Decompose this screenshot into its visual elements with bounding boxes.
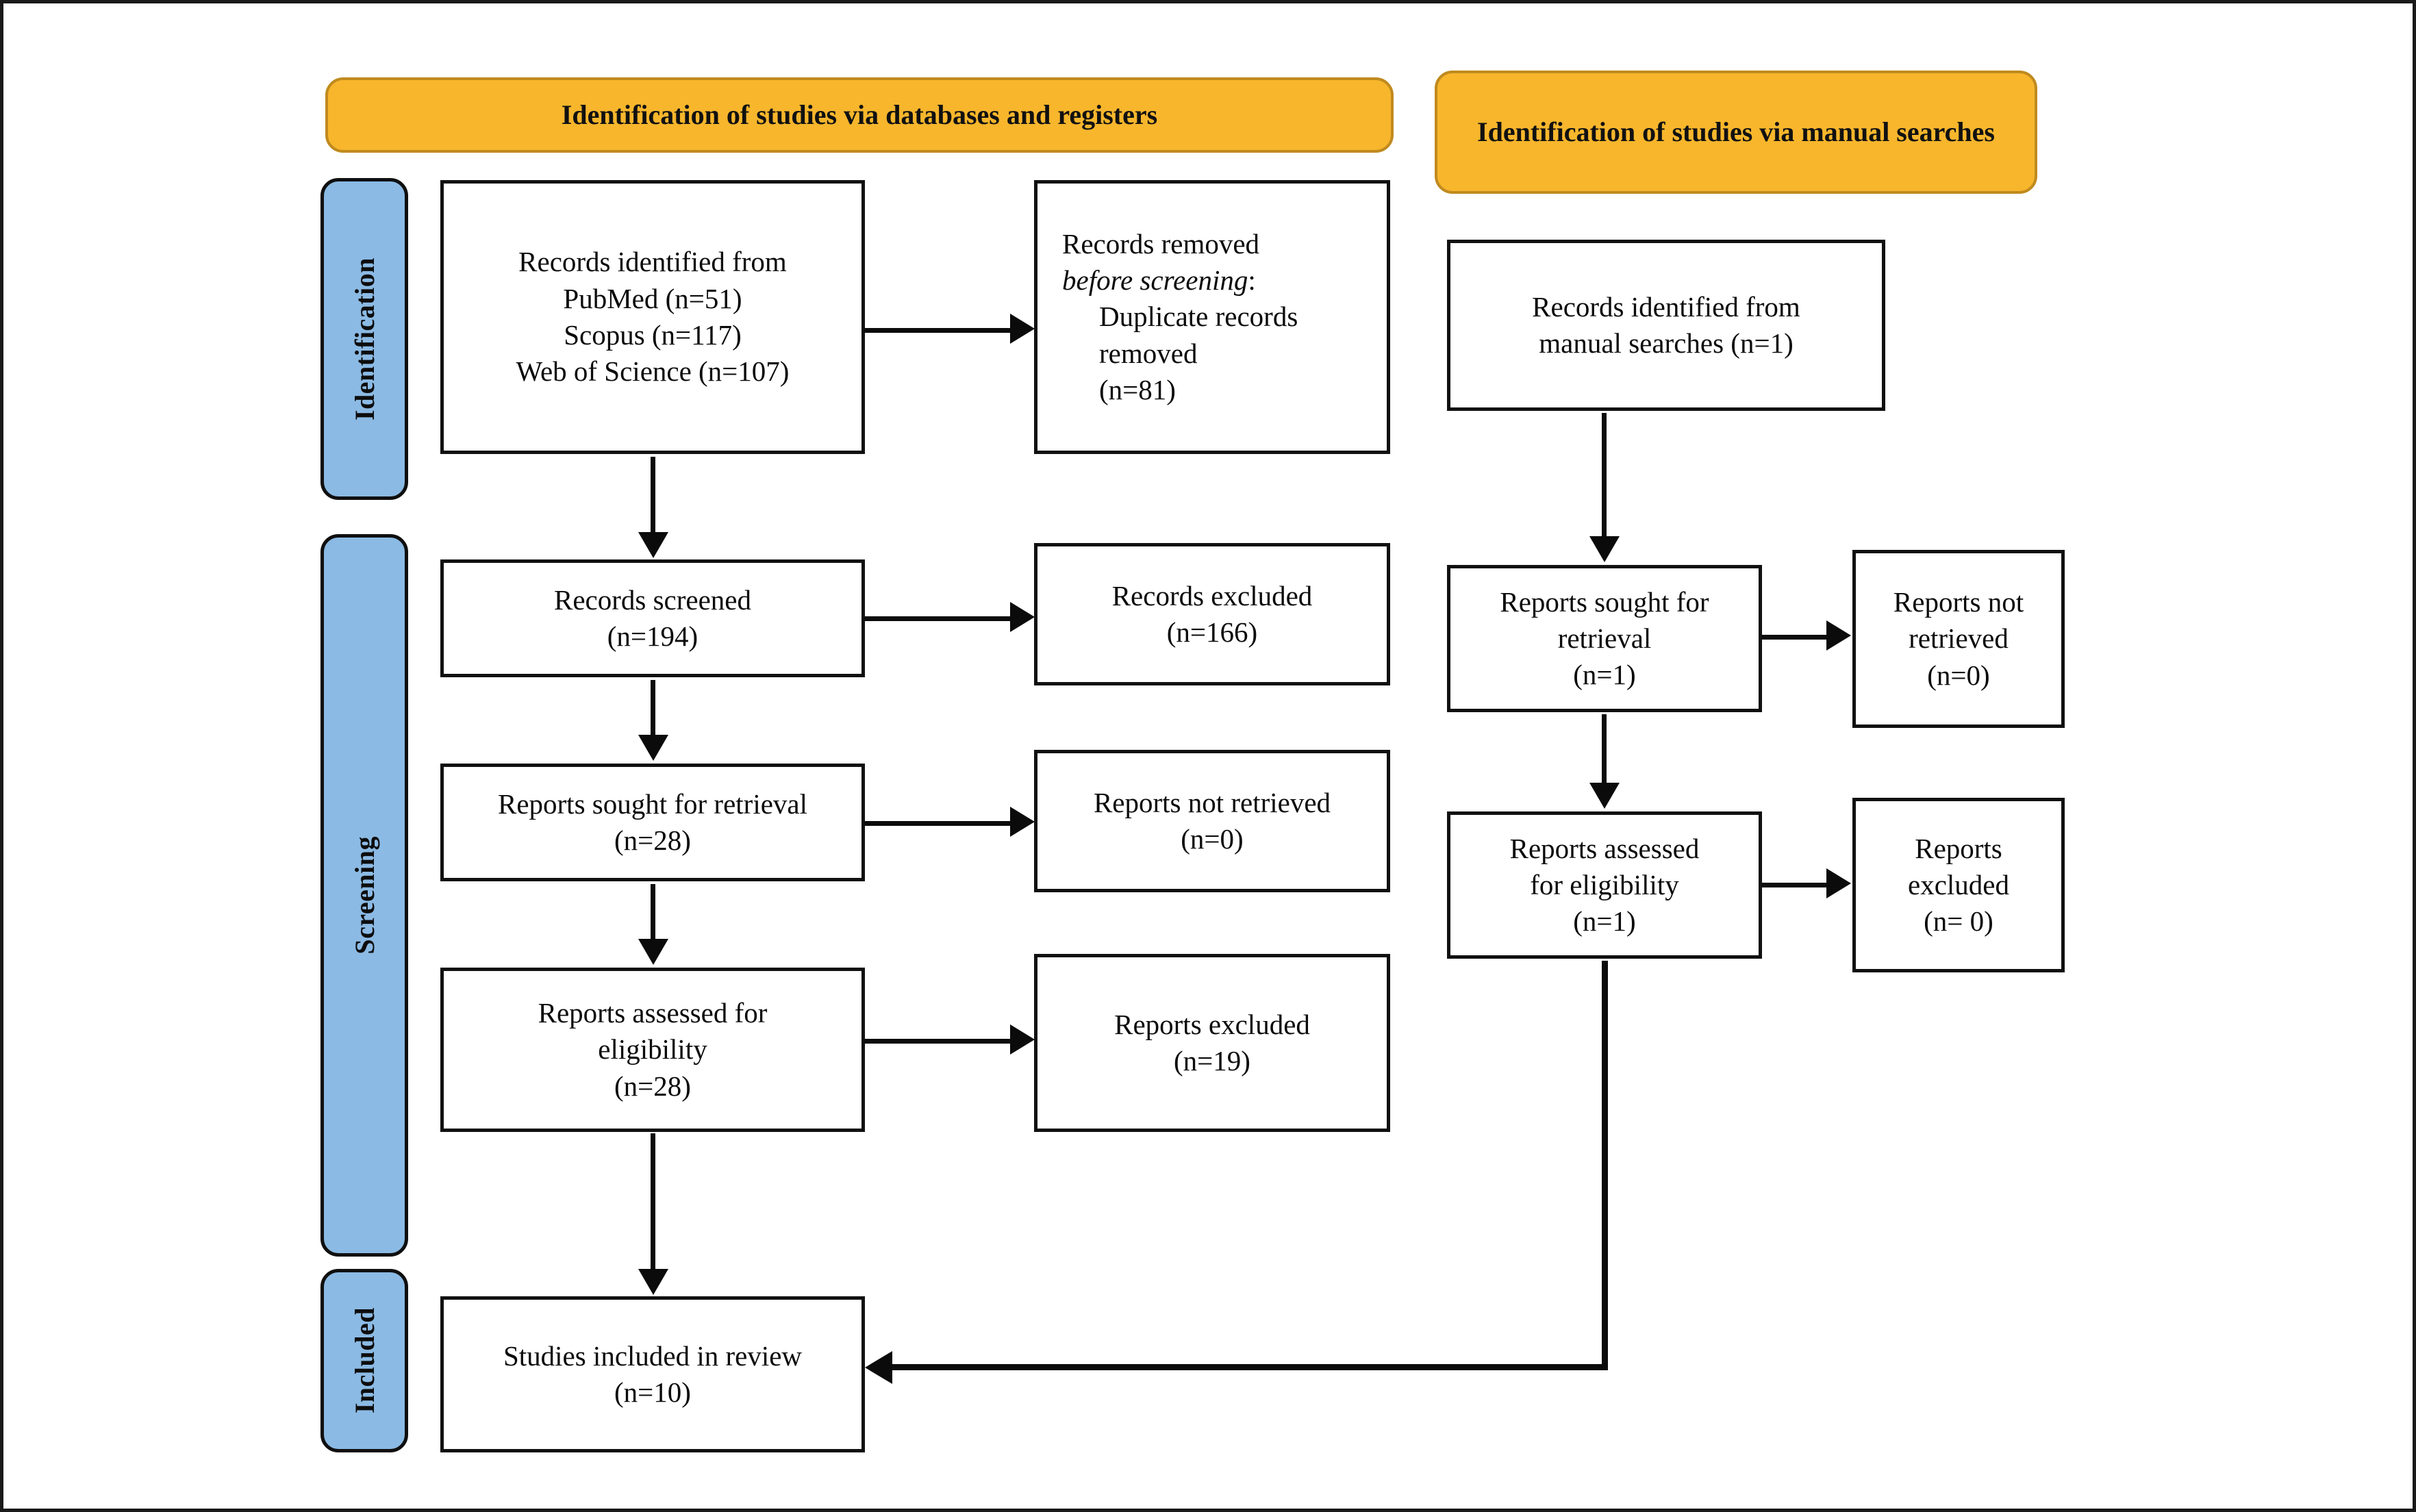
- records-identified-scopus: Scopus (n=117): [564, 319, 742, 351]
- reports-not-retrieved-right-line1: Reports not: [1893, 586, 2024, 618]
- arrowhead-right-to-included: [865, 1351, 892, 1384]
- records-removed-count: (n=81): [1099, 373, 1176, 405]
- node-studies-included: Studies included in review (n=10): [440, 1296, 865, 1452]
- connector-screened-to-excluded: [865, 616, 1012, 621]
- node-records-removed: Records removed before screening: Duplic…: [1034, 180, 1390, 454]
- studies-included-count: (n=10): [614, 1376, 691, 1408]
- records-removed-colon: :: [1248, 264, 1256, 297]
- reports-not-retrieved-left-count: (n=0): [1181, 823, 1244, 855]
- reports-sought-right-line1: Reports sought for: [1500, 585, 1709, 618]
- records-excluded-line1: Records excluded: [1111, 579, 1313, 612]
- phase-bar-included: Included: [320, 1269, 408, 1452]
- reports-not-retrieved-right-line2: retrieved: [1909, 622, 2009, 655]
- connector-sought-to-not-retrieved: [865, 821, 1012, 826]
- arrowhead-sought-right-to-assessed: [1589, 783, 1620, 809]
- records-removed-line3: Duplicate records: [1099, 301, 1298, 333]
- arrowhead-identified-to-removed: [1010, 314, 1035, 344]
- reports-assessed-right-count: (n=1): [1573, 905, 1636, 937]
- reports-sought-right-line2: retrieval: [1557, 622, 1652, 654]
- node-reports-excluded-right: Reports excluded (n= 0): [1852, 798, 2065, 972]
- records-removed-line4: removed: [1099, 337, 1198, 369]
- node-reports-sought-left: Reports sought for retrieval (n=28): [440, 764, 865, 881]
- connector-assessed-to-included: [651, 1133, 655, 1270]
- reports-assessed-right-line1: Reports assessed: [1509, 832, 1700, 864]
- connector-identified-to-screened: [651, 457, 655, 533]
- connector-identified-to-removed: [865, 328, 1012, 333]
- arrowhead-sought-to-not-retrieved: [1010, 807, 1035, 837]
- banner-manual-searches: Identification of studies via manual sea…: [1435, 71, 2037, 194]
- records-identified-wos: Web of Science (n=107): [516, 355, 790, 388]
- connector-right-to-included-vertical: [1602, 961, 1608, 1369]
- connector-sought-right-to-not-retrieved: [1762, 635, 1828, 640]
- reports-excluded-right-line2: excluded: [1908, 868, 2009, 900]
- reports-excluded-right-line1: Reports: [1915, 832, 2002, 864]
- records-identified-pubmed: PubMed (n=51): [563, 282, 742, 314]
- connector-sought-to-assessed: [651, 884, 655, 940]
- node-records-excluded: Records excluded (n=166): [1034, 543, 1390, 685]
- connector-sought-right-to-assessed: [1602, 714, 1607, 784]
- node-reports-assessed-left: Reports assessed for eligibility (n=28): [440, 968, 865, 1132]
- reports-not-retrieved-right-count: (n=0): [1927, 659, 1990, 691]
- arrowhead-screened-to-excluded: [1010, 602, 1035, 632]
- node-reports-sought-right: Reports sought for retrieval (n=1): [1447, 565, 1762, 712]
- records-removed-line2: before screening:: [1062, 262, 1377, 299]
- reports-assessed-left-line2: eligibility: [598, 1033, 707, 1066]
- records-excluded-count: (n=166): [1166, 616, 1258, 648]
- node-records-screened: Records screened (n=194): [440, 559, 865, 677]
- phase-label-screening: Screening: [349, 836, 380, 955]
- arrowhead-identified-to-screened: [638, 532, 668, 558]
- banner-databases-and-registers: Identification of studies via databases …: [325, 77, 1394, 153]
- arrowhead-assessed-to-excluded: [1010, 1024, 1035, 1055]
- records-removed-before-screening-italic: before screening: [1062, 264, 1248, 297]
- reports-sought-right-count: (n=1): [1573, 659, 1636, 691]
- connector-assessed-to-excluded: [865, 1039, 1012, 1044]
- arrowhead-sought-right-to-not-retrieved: [1826, 620, 1851, 651]
- node-reports-not-retrieved-right: Reports not retrieved (n=0): [1852, 550, 2065, 728]
- connector-screened-to-sought: [651, 680, 655, 736]
- records-screened-line1: Records screened: [553, 583, 751, 616]
- node-reports-assessed-right: Reports assessed for eligibility (n=1): [1447, 811, 1762, 959]
- node-reports-excluded-left: Reports excluded (n=19): [1034, 954, 1390, 1132]
- phase-label-identification: Identification: [349, 257, 380, 421]
- records-identified-line1: Records identified from: [518, 246, 787, 278]
- phase-bar-identification: Identification: [320, 178, 408, 500]
- reports-sought-left-line1: Reports sought for retrieval: [497, 788, 808, 820]
- connector-assessed-right-to-excluded: [1762, 883, 1828, 887]
- node-reports-not-retrieved-left: Reports not retrieved (n=0): [1034, 750, 1390, 892]
- connector-manual-identified-to-sought: [1602, 413, 1607, 538]
- node-records-identified-manual: Records identified from manual searches …: [1447, 240, 1885, 411]
- reports-assessed-right-line2: for eligibility: [1530, 868, 1679, 900]
- reports-not-retrieved-left-line1: Reports not retrieved: [1093, 786, 1331, 818]
- banner-manual-label: Identification of studies via manual sea…: [1477, 116, 1995, 147]
- connector-right-to-included-horizontal: [892, 1364, 1608, 1370]
- banner-databases-label: Identification of studies via databases …: [561, 99, 1158, 130]
- arrowhead-assessed-right-to-excluded: [1826, 868, 1851, 898]
- phase-label-included: Included: [349, 1307, 380, 1414]
- studies-included-line1: Studies included in review: [503, 1339, 803, 1372]
- arrowhead-sought-to-assessed: [638, 939, 668, 965]
- phase-bar-screening: Screening: [320, 534, 408, 1257]
- records-screened-count: (n=194): [607, 620, 699, 652]
- node-records-identified-databases: Records identified from PubMed (n=51) Sc…: [440, 180, 865, 454]
- manual-identified-line1: Records identified from: [1532, 290, 1800, 323]
- arrowhead-screened-to-sought: [638, 735, 668, 761]
- manual-identified-line2: manual searches (n=1): [1539, 327, 1794, 359]
- arrowhead-assessed-to-included: [638, 1269, 668, 1295]
- reports-assessed-left-line1: Reports assessed for: [538, 997, 768, 1029]
- reports-excluded-left-count: (n=19): [1174, 1045, 1250, 1076]
- reports-sought-left-count: (n=28): [614, 824, 691, 856]
- reports-excluded-right-count: (n= 0): [1924, 905, 1993, 937]
- reports-assessed-left-count: (n=28): [614, 1070, 691, 1102]
- arrowhead-manual-identified-to-sought: [1589, 536, 1620, 562]
- reports-excluded-left-line1: Reports excluded: [1114, 1008, 1310, 1040]
- records-removed-line1: Records removed: [1062, 227, 1260, 260]
